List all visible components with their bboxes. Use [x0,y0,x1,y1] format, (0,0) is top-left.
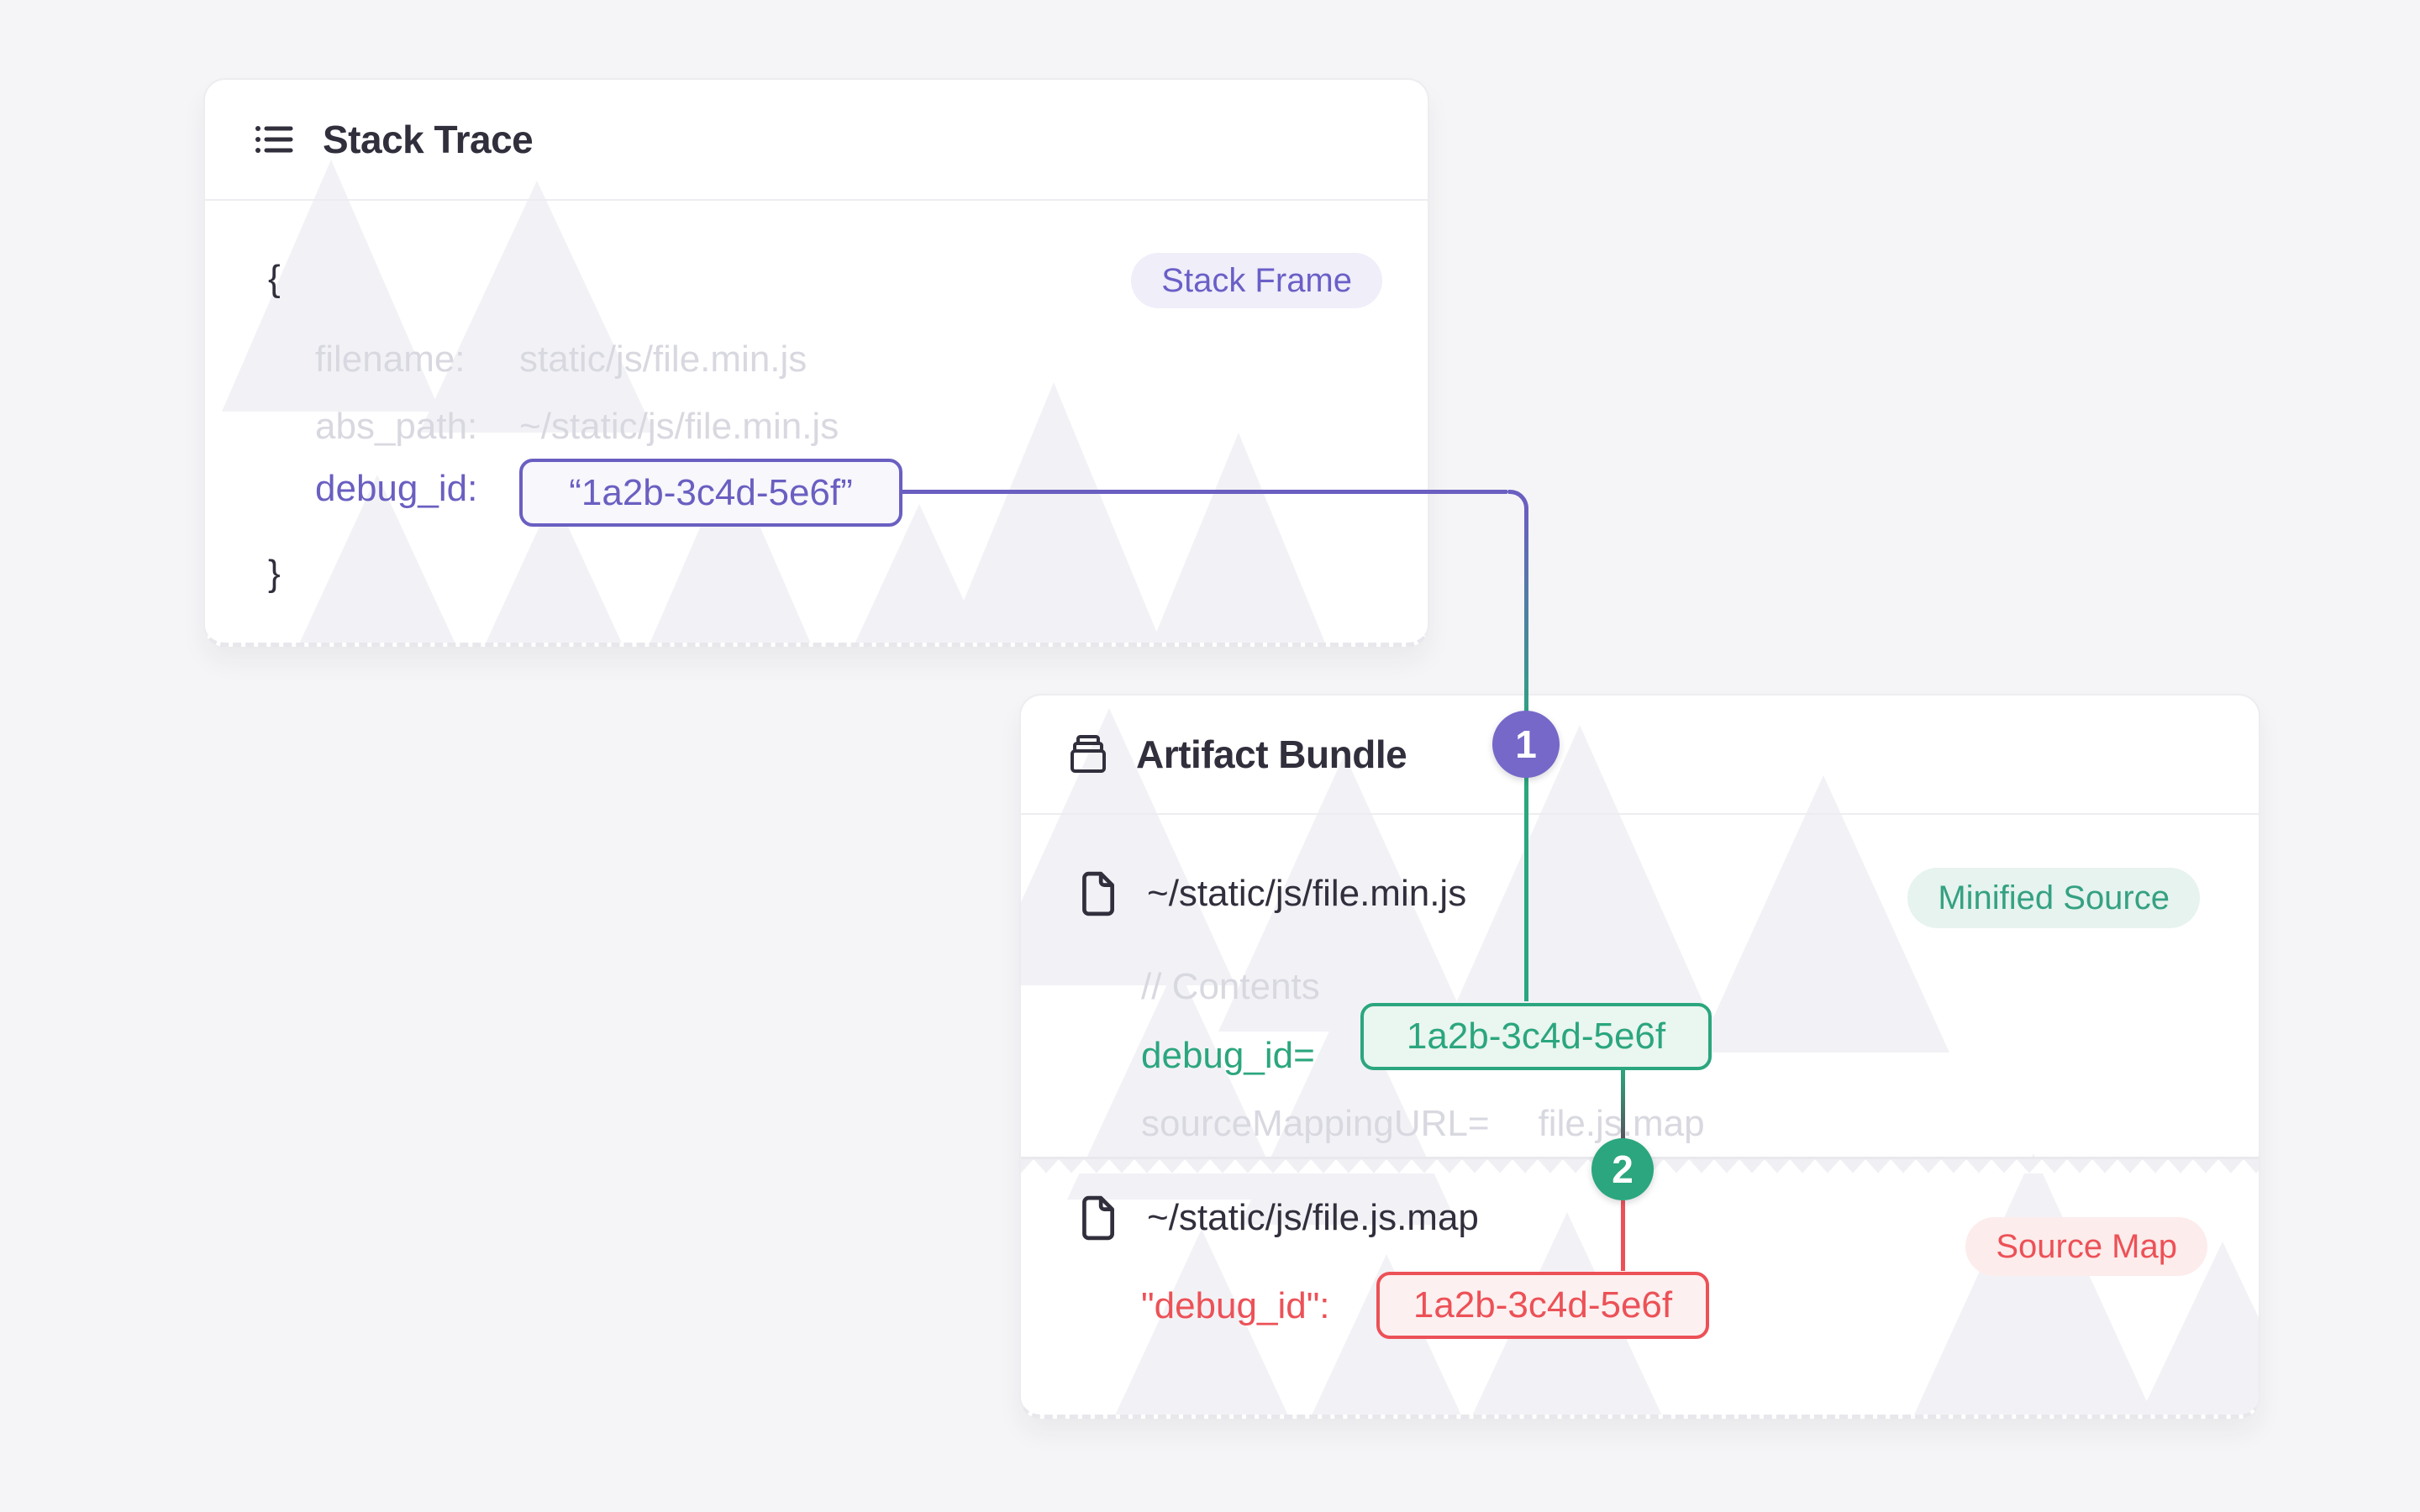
archive-box-icon [1067,734,1109,774]
stack-frame-badge: Stack Frame [1131,253,1382,308]
artifact-bundle-title: Artifact Bundle [1136,732,1407,776]
source-map-file-path: ~/static/js/file.js.map [1147,1197,1479,1238]
minified-source-badge: Minified Source [1907,868,2200,928]
abs-path-label: abs_path: [315,406,478,447]
code-line-filename: filename: static/js/file.min.js [315,339,807,381]
debug-id-chip-stack: “1a2b-3c4d-5e6f” [519,459,902,527]
debug-id-label: debug_id: [315,468,478,509]
source-map-debug-id-label: "debug_id": [1141,1285,1330,1326]
minified-file-path: ~/static/js/file.min.js [1147,873,1467,914]
debug-id-assignment: debug_id= [1141,1035,1315,1077]
code-open-brace: { [268,258,281,299]
source-map-debug-id-line: "debug_id": [1141,1285,1330,1327]
connector-vertical-red [1621,1200,1625,1271]
contents-comment: // Contents [1141,966,1320,1007]
code-close-brace: } [268,553,281,594]
filename-label: filename: [315,339,466,380]
stack-trace-title: Stack Trace [323,118,534,161]
stack-trace-header: Stack Trace [205,80,1428,201]
source-mapping-label: sourceMappingURL= [1141,1103,1490,1144]
connector-corner-purple [1508,490,1528,510]
stack-trace-card: Stack Trace Stack Frame { filename: stat… [203,78,1429,647]
code-line-abs-path: abs_path: ~/static/js/file.min.js [315,406,839,448]
debug-id-chip-sourcemap: 1a2b-3c4d-5e6f [1376,1272,1709,1339]
source-map-badge: Source Map [1965,1217,2207,1276]
source-map-row: ~/static/js/file.js.map [1078,1195,1479,1241]
connector-vertical-green-gray [1621,1068,1625,1139]
source-mapping-line: sourceMappingURL= file.js.map [1141,1103,1705,1145]
artifact-bundle-header: Artifact Bundle [1021,696,2259,815]
file-icon [1078,1195,1117,1241]
file-icon [1078,871,1117,916]
code-line-debug-id: debug_id: [315,468,477,510]
artifact-bundle-card: Artifact Bundle ~/static/js/file.min.js … [1019,694,2260,1419]
debug-id-assignment-label: debug_id= [1141,1035,1315,1076]
list-icon [254,119,294,160]
filename-value: static/js/file.min.js [519,339,808,380]
step-2-marker: 2 [1591,1138,1654,1200]
step-1-marker: 1 [1492,711,1560,778]
abs-path-value: ~/static/js/file.min.js [519,406,839,447]
debug-id-chip-minified: 1a2b-3c4d-5e6f [1360,1003,1712,1070]
connector-horizontal-purple [901,490,1508,494]
minified-source-row: ~/static/js/file.min.js [1078,871,1466,916]
